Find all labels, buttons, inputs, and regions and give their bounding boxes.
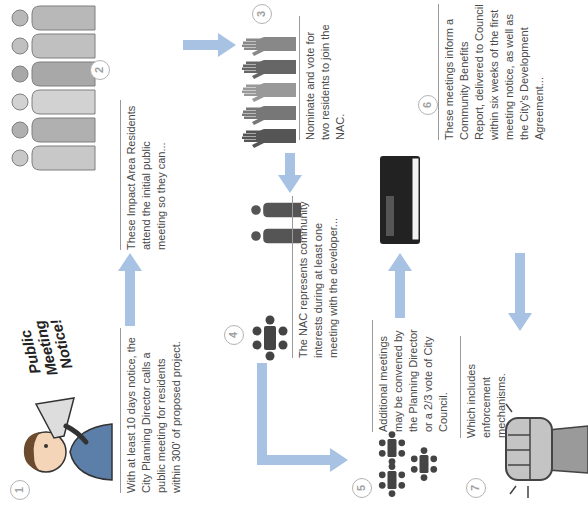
step-text: Additional meetings may be convened by t… (372, 320, 451, 432)
step-text: These Impact Area Residents attend the i… (120, 100, 169, 250)
megaphone (36, 398, 74, 438)
meeting-icon (379, 463, 405, 497)
report-book-icon (380, 156, 420, 244)
fist-hand (506, 418, 552, 480)
notice-label: Public Meeting Notice! (13, 301, 80, 394)
step-number: 2 (91, 61, 109, 79)
resident-figure (12, 6, 95, 30)
step-block: Nominate and vote for two residents to j… (236, 3, 346, 153)
flow-arrow (262, 363, 330, 460)
step-number-circle: 4 (224, 325, 244, 345)
resident-figure (12, 118, 95, 142)
step-text: Which includes enforcement mechanisms. (460, 336, 509, 438)
man-arm (66, 426, 86, 442)
man-eye (44, 444, 48, 448)
fist-motion-lines (506, 404, 528, 498)
raised-hands-icon (242, 37, 296, 148)
raised-hand (242, 129, 296, 148)
resident-figure (12, 34, 95, 58)
additional-meetings-icon (379, 431, 437, 497)
book-stripe (386, 196, 394, 236)
fist-arm (548, 426, 588, 473)
step-number: 6 (419, 96, 437, 114)
man-hair (24, 432, 40, 471)
step-text: The NAC represents community interests d… (292, 196, 341, 358)
step-number-circle: 1 (10, 480, 30, 500)
flow-arrow (395, 271, 405, 318)
flow-arrow (285, 153, 295, 175)
resident-figure (12, 90, 95, 114)
step-block: The NAC represents community interests d… (225, 193, 345, 363)
step-block: These Impact Area Residents attend the i… (5, 3, 183, 253)
step-number: 3 (253, 5, 271, 23)
step-number: 7 (467, 479, 485, 497)
raised-hand (242, 106, 296, 125)
step-number-circle: 6 (418, 95, 438, 115)
resident-figure (12, 146, 95, 170)
step-number-circle: 7 (466, 478, 486, 498)
step-number: 4 (225, 326, 243, 344)
raised-hand (242, 83, 296, 102)
raised-hand (242, 37, 296, 56)
step-text: These meetings inform a Community Benefi… (438, 4, 547, 140)
resident-figure (12, 62, 95, 86)
step-text: Nominate and vote for two residents to j… (299, 16, 348, 140)
fist-fingers (507, 418, 530, 480)
megaphone-man-icon (24, 398, 112, 480)
meeting-icon (379, 431, 405, 465)
meeting-icon (411, 447, 437, 481)
step-block: Which includes enforcement mechanisms. 7 (455, 331, 585, 503)
raised-hand (242, 60, 296, 79)
nac-pair-icon (251, 203, 301, 243)
book-cover (380, 156, 420, 244)
flow-arrow (183, 40, 218, 50)
book-pages (412, 158, 419, 240)
residents-crowd-icon (12, 6, 95, 170)
step-number-circle: 2 (90, 60, 110, 80)
nac-member (251, 229, 301, 243)
developer-meeting-icon (253, 316, 288, 361)
step-block: These meetings inform a Community Benefi… (372, 3, 585, 253)
flow-arrow (515, 253, 525, 313)
step-number: 1 (11, 481, 29, 499)
step-number: 5 (353, 479, 371, 497)
step-number-circle: 3 (252, 4, 272, 24)
step-block: Additional meetings may be convened by t… (348, 318, 452, 503)
flow-arrow (125, 271, 135, 326)
step-text: With at least 10 days notice, the City P… (120, 328, 184, 493)
raised-fist-icon (506, 404, 588, 498)
step-number-circle: 5 (352, 478, 372, 498)
nac-member (251, 203, 301, 217)
